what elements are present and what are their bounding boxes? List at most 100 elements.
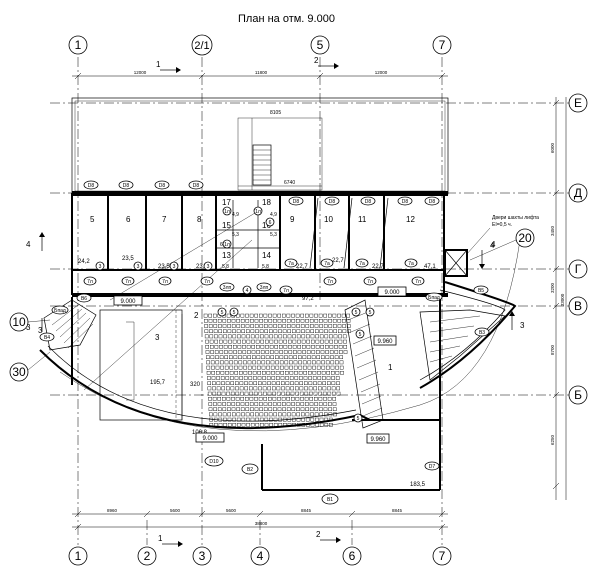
stair-roof [252,144,272,186]
seat [346,313,351,318]
seat [293,350,297,354]
seat [279,350,283,354]
seat [283,350,288,354]
seat [214,350,219,354]
seat [240,319,245,323]
seat [243,360,247,365]
seat [216,386,221,391]
seat [217,397,222,401]
seat [254,407,259,412]
seat [273,417,278,422]
seat [234,376,239,380]
seat [255,417,259,422]
seat [232,329,236,334]
seat [336,391,341,396]
seat [276,391,281,396]
seat [274,350,279,354]
seat [211,371,216,375]
seat [307,355,311,360]
svg-text:D8: D8 [88,183,95,189]
seat [319,423,324,427]
seat [237,339,242,344]
level-2: 9.000 [384,290,400,296]
seat [209,329,213,334]
seat [255,334,260,339]
seat [294,381,299,386]
seat [316,350,320,354]
seat [211,376,216,380]
seat [286,402,291,406]
seat [205,345,210,349]
seat [288,339,292,344]
seat [249,402,254,406]
seat [293,355,298,360]
seat [319,412,324,417]
seat [288,345,292,349]
seat [206,371,211,375]
seat [218,334,223,339]
seat [346,324,351,328]
seat [238,355,242,360]
seat [222,402,226,406]
seat [280,376,285,380]
seat [268,407,273,412]
seat [315,423,319,427]
seat [338,329,342,334]
seat [323,402,328,406]
diagonal-partitions [309,197,389,269]
area-11: 22,7 [372,264,384,270]
seat [258,391,263,396]
svg-text:Б: Б [574,388,582,402]
svg-text:7: 7 [439,38,446,52]
seat [222,412,227,417]
seat [233,355,238,360]
seat [325,345,329,349]
seat [275,371,280,375]
seat [250,407,254,412]
svg-text:3: 3 [173,264,176,270]
seat [272,397,277,401]
svg-text:3: 3 [520,321,525,330]
svg-text:B5: B5 [478,288,484,294]
seat [219,350,224,354]
seat [208,324,213,328]
svg-text:7л: 7л [367,279,373,285]
seat [224,360,229,365]
seat [285,381,290,386]
svg-text:3: 3 [137,264,140,270]
seat [230,381,235,386]
seat [236,402,240,406]
seat [214,334,218,339]
seat [285,371,289,375]
seat [253,376,257,380]
seat [295,386,299,391]
svg-text:7а: 7а [288,261,294,267]
seat [263,319,268,323]
seat [278,329,282,334]
seat [287,324,291,328]
seat [327,386,331,391]
seat [282,417,287,422]
seat [236,324,241,328]
seat [252,360,256,365]
section-mark-1-bottom: 1 [158,534,183,547]
seat [321,371,326,375]
seat [328,313,332,318]
seat [287,417,292,422]
dim-right-2: 3450 [550,225,555,236]
svg-text:3лп: 3лп [223,285,232,291]
seat [308,371,312,375]
seat [213,412,218,417]
seat [245,402,249,406]
seat [264,329,269,334]
seat [302,350,306,354]
seat [250,334,255,339]
seat [220,360,224,365]
seat [246,417,250,422]
svg-text:7л: 7л [162,279,168,285]
axis-bubble-1-top: 1 [68,35,88,55]
seat [208,407,213,412]
seat [209,345,214,349]
dim-top-2: 11800 [255,70,268,75]
seat [282,313,286,318]
